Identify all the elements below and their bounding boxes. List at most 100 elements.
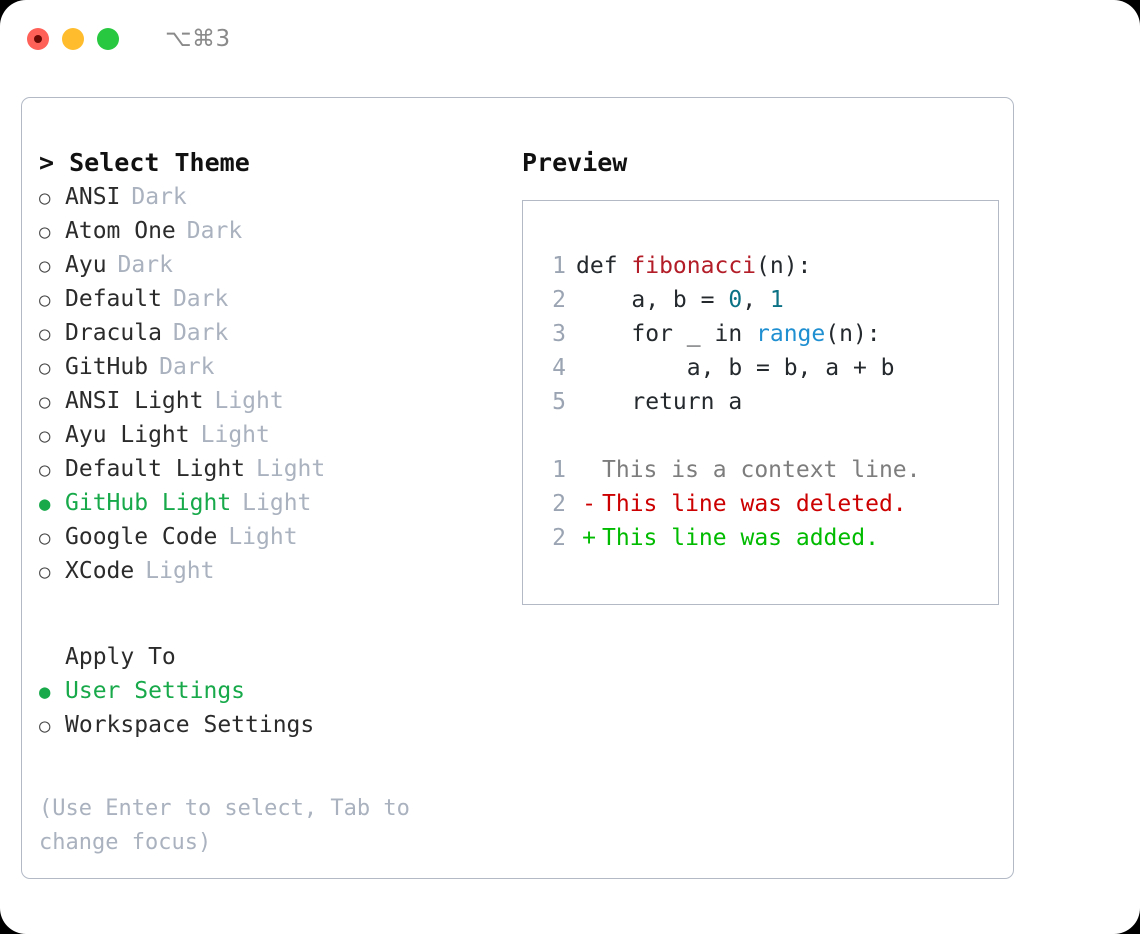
apply-to-option-label: Workspace Settings — [65, 712, 315, 738]
close-button-icon[interactable] — [27, 28, 49, 50]
code-token: a, b = b, a + b — [576, 355, 895, 381]
diff-sample: 1 This is a context line.2-This line was… — [523, 453, 998, 555]
radio-unselected-icon: ○ — [39, 323, 51, 345]
radio-unselected-icon: ○ — [39, 459, 51, 481]
close-dot-inner — [34, 35, 42, 43]
apply-to-option-label: User Settings — [65, 678, 246, 704]
theme-option-label: GitHub Light — [65, 490, 232, 516]
theme-option-label: Default Light — [65, 456, 246, 482]
theme-option-google-code[interactable]: ○ Google Code Light — [39, 520, 501, 554]
diff-line-number: 2 — [552, 491, 566, 517]
apply-to-heading: Apply To — [65, 644, 176, 670]
code-line: 3 for _ in range(n): — [523, 317, 998, 351]
code-line-content: return a — [576, 385, 742, 419]
code-token: return a — [576, 389, 743, 415]
theme-option-default[interactable]: ○ Default Dark — [39, 282, 501, 316]
theme-option-label: Atom One — [65, 218, 176, 244]
section-spacer — [39, 588, 501, 640]
code-line: 5 return a — [523, 385, 998, 419]
keyboard-hint: (Use Enter to select, Tab to change focu… — [39, 796, 410, 855]
code-token: a, b = — [576, 287, 729, 313]
radio-unselected-icon: ○ — [39, 715, 51, 737]
code-token: 1 — [769, 287, 784, 313]
maximize-button-icon[interactable] — [97, 28, 119, 50]
theme-option-variant-tag: Dark — [186, 218, 243, 244]
diff-line: 2-This line was deleted. — [523, 487, 998, 521]
theme-option-label: Default — [65, 286, 162, 312]
code-line-content: for _ in range(n): — [576, 317, 881, 351]
code-line-number: 2 — [552, 287, 566, 313]
code-line-content: a, b = b, a + b — [576, 351, 895, 385]
diff-marker — [576, 453, 602, 487]
code-token: , — [742, 287, 770, 313]
apply-to-option-user-settings[interactable]: ● User Settings — [39, 674, 501, 708]
code-token: (n): — [756, 253, 812, 279]
radio-unselected-icon: ○ — [39, 391, 51, 413]
code-diff-spacer — [523, 419, 998, 453]
theme-option-label: Google Code — [65, 524, 218, 550]
code-token: fibonacci — [631, 253, 757, 279]
radio-unselected-icon: ○ — [39, 221, 51, 243]
apply-to-list: ● User Settings ○ Workspace Settings — [39, 674, 501, 742]
theme-option-variant-tag: Light — [145, 558, 215, 584]
radio-unselected-icon: ○ — [39, 255, 51, 277]
radio-selected-icon: ● — [39, 681, 51, 703]
theme-option-variant-tag: Dark — [172, 286, 229, 312]
title-bar: ⌥⌘3 — [0, 0, 1140, 78]
code-line: 2 a, b = 0, 1 — [523, 283, 998, 317]
code-token: 0 — [728, 287, 743, 313]
code-token: (n): — [825, 321, 881, 347]
diff-line-number: 2 — [552, 525, 566, 551]
theme-option-label: XCode — [65, 558, 135, 584]
radio-selected-icon: ● — [39, 493, 51, 515]
radio-unselected-icon: ○ — [39, 527, 51, 549]
theme-option-xcode[interactable]: ○ XCode Light — [39, 554, 501, 588]
theme-option-default-light[interactable]: ○ Default Light Light — [39, 452, 501, 486]
theme-option-variant-tag: Dark — [131, 184, 187, 210]
code-line-number: 1 — [552, 253, 566, 279]
code-token: for _ in — [576, 321, 757, 347]
theme-option-label: ANSI Light — [65, 388, 204, 414]
theme-option-label: ANSI — [65, 184, 121, 210]
code-line-number: 5 — [552, 389, 566, 415]
radio-unselected-icon: ○ — [39, 561, 51, 583]
theme-option-github[interactable]: ○ GitHub Dark — [39, 350, 501, 384]
minimize-button-icon[interactable] — [62, 28, 84, 50]
theme-option-variant-tag: Light — [214, 388, 284, 414]
theme-option-ansi-light[interactable]: ○ ANSI Light Light — [39, 384, 501, 418]
window-shortcut-label: ⌥⌘3 — [165, 26, 231, 52]
apply-to-option-workspace-settings[interactable]: ○ Workspace Settings — [39, 708, 501, 742]
radio-unselected-icon: ○ — [39, 357, 51, 379]
theme-option-variant-tag: Dark — [117, 252, 173, 278]
theme-option-variant-tag: Light — [242, 490, 312, 516]
code-line-number: 4 — [552, 355, 566, 381]
theme-option-ayu-light[interactable]: ○ Ayu Light Light — [39, 418, 501, 452]
diff-line-number: 1 — [552, 457, 566, 483]
radio-unselected-icon: ○ — [39, 425, 51, 447]
select-theme-heading-label: Select Theme — [69, 148, 250, 177]
theme-option-variant-tag: Light — [228, 524, 298, 550]
theme-option-label: Ayu Light — [65, 422, 190, 448]
theme-option-variant-tag: Light — [256, 456, 326, 482]
diff-line-text: This line was added. — [602, 525, 879, 551]
theme-option-variant-tag: Light — [200, 422, 270, 448]
select-theme-heading: > Select Theme — [39, 146, 501, 180]
theme-option-variant-tag: Dark — [159, 354, 215, 380]
radio-unselected-icon: ○ — [39, 289, 51, 311]
theme-option-atom-one[interactable]: ○ Atom One Dark — [39, 214, 501, 248]
code-line: 4 a, b = b, a + b — [523, 351, 998, 385]
code-line-number: 3 — [552, 321, 566, 347]
theme-option-label: Dracula — [65, 320, 162, 346]
theme-option-label: GitHub — [65, 354, 149, 380]
code-token: range — [756, 321, 826, 347]
theme-option-github-light[interactable]: ● GitHub Light Light — [39, 486, 501, 520]
